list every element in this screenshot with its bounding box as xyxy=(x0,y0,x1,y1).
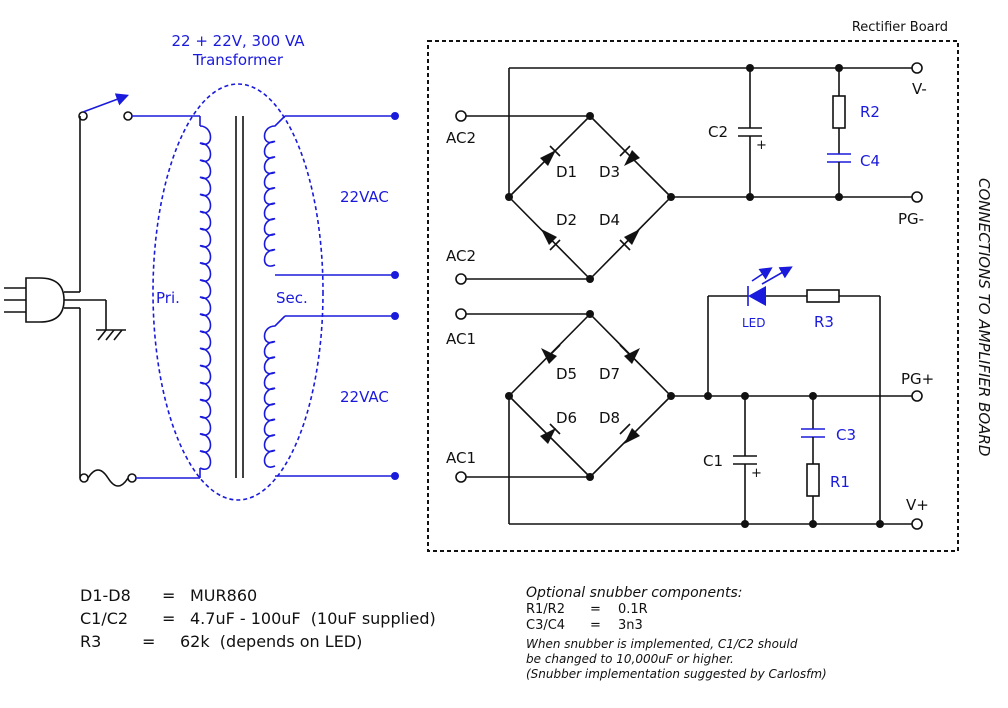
bom-eq: = xyxy=(162,609,176,628)
secondary-winding-top xyxy=(263,115,395,276)
output-label-v-plus: V+ xyxy=(906,496,929,514)
resistor-label-r1: R1 xyxy=(830,473,850,491)
snubber-value: 0.1R xyxy=(618,602,648,617)
diode-label-d3: D3 xyxy=(599,163,620,181)
diode-d3-icon xyxy=(619,145,640,166)
capacitor-label-c1: C1 xyxy=(703,452,723,470)
snubber-notes: Optional snubber components: R1/R2 = 0.1… xyxy=(526,584,827,682)
capacitor-label-c3: C3 xyxy=(836,426,856,444)
bom-value: 62k (depends on LED) xyxy=(180,632,363,651)
diode-d4-icon xyxy=(619,229,640,251)
mains-switch-icon xyxy=(78,93,200,292)
resistor-label-r3: R3 xyxy=(814,313,834,331)
snubber-note-line: be changed to 10,000uF or higher. xyxy=(526,652,734,666)
bom-eq: = xyxy=(142,632,156,651)
diode-label-d1: D1 xyxy=(556,163,577,181)
c1-polarity: + xyxy=(751,466,762,481)
bom-ref: C1/C2 xyxy=(80,609,129,628)
input-label-ac1-top: AC1 xyxy=(446,330,476,348)
resistor-r1-icon xyxy=(806,463,820,524)
snubber-eq: = xyxy=(590,618,601,633)
diode-label-d6: D6 xyxy=(556,409,577,427)
c2-polarity: + xyxy=(756,138,767,153)
snubber-note-line: (Snubber implementation suggested by Car… xyxy=(526,667,827,681)
bom-ref: R3 xyxy=(80,632,102,651)
input-label-ac2-bottom: AC2 xyxy=(446,247,476,265)
side-label: CONNECTIONS TO AMPLIFIER BOARD xyxy=(975,178,993,456)
snubber-row: C3/C4 = 3n3 xyxy=(526,618,827,634)
diode-d2-icon xyxy=(541,229,561,251)
mains-plug xyxy=(4,277,106,323)
capacitor-c1-icon xyxy=(733,396,757,524)
ground-icon xyxy=(96,300,126,341)
snubber-ref: C3/C4 xyxy=(526,618,566,633)
secondary-label: Sec. xyxy=(276,289,308,307)
capacitor-label-c2: C2 xyxy=(708,123,728,141)
diode-d8-icon xyxy=(619,423,640,444)
diode-label-d5: D5 xyxy=(556,365,577,383)
junction-dots xyxy=(505,64,884,528)
diode-d7-icon xyxy=(619,344,640,364)
capacitor-c3-icon xyxy=(801,396,825,464)
bridge-lower xyxy=(466,313,912,525)
primary-winding xyxy=(199,116,212,478)
fuse-icon xyxy=(79,308,200,487)
capacitor-label-c4: C4 xyxy=(860,152,880,170)
resistor-label-r2: R2 xyxy=(860,103,880,121)
snubber-heading: Optional snubber components: xyxy=(526,585,743,601)
output-label-pg-plus: PG+ xyxy=(901,370,934,388)
transformer-title: 22 + 22V, 300 VA xyxy=(171,32,305,50)
diode-label-d2: D2 xyxy=(556,211,577,229)
transformer-core xyxy=(235,116,244,478)
bom-row: R3 = 62k (depends on LED) xyxy=(80,630,436,653)
snubber-row: R1/R2 = 0.1R xyxy=(526,602,827,618)
bom-value: MUR860 xyxy=(190,586,258,605)
bom-eq: = xyxy=(162,586,176,605)
bom-row: D1-D8 = MUR860 xyxy=(80,584,436,607)
bom-value: 4.7uF - 100uF (10uF supplied) xyxy=(190,609,436,628)
diode-d5-icon xyxy=(541,344,561,364)
diode-d6-icon xyxy=(540,423,561,444)
diode-label-d8: D8 xyxy=(599,409,620,427)
input-label-ac2-top: AC2 xyxy=(446,129,476,147)
secondary-terminals xyxy=(391,112,399,480)
output-label-v-minus: V- xyxy=(912,80,927,98)
rectifier-board-title: Rectifier Board xyxy=(852,20,948,35)
resistor-r2-icon xyxy=(832,68,846,154)
snubber-ref: R1/R2 xyxy=(526,602,565,617)
secondary-top-voltage: 22VAC xyxy=(340,188,389,206)
led-light-icon xyxy=(751,266,793,285)
primary-label: Pri. xyxy=(156,289,180,307)
bom-row: C1/C2 = 4.7uF - 100uF (10uF supplied) xyxy=(80,607,436,630)
snubber-eq: = xyxy=(590,602,601,617)
secondary-winding-bottom xyxy=(263,315,395,477)
snubber-value: 3n3 xyxy=(618,618,643,633)
capacitor-c2-icon xyxy=(738,68,762,197)
diode-d1-icon xyxy=(540,145,561,166)
diode-label-d4: D4 xyxy=(599,211,620,229)
diode-label-d7: D7 xyxy=(599,365,620,383)
transformer-subtitle: Transformer xyxy=(192,51,284,69)
capacitor-c4-icon xyxy=(827,153,851,197)
output-label-pg-minus: PG- xyxy=(898,210,924,228)
transformer-outline xyxy=(152,83,324,501)
led-label: LED xyxy=(742,316,766,330)
snubber-note-line: When snubber is implemented, C1/C2 shoul… xyxy=(526,637,798,651)
output-terminals xyxy=(911,62,923,530)
rectifier-board-outline xyxy=(427,40,959,552)
led-branch xyxy=(707,286,881,524)
bom-ref: D1-D8 xyxy=(80,586,131,605)
input-terminals xyxy=(455,110,467,483)
bill-of-materials: D1-D8 = MUR860 C1/C2 = 4.7uF - 100uF (10… xyxy=(80,584,436,653)
bridge-upper xyxy=(466,67,912,280)
secondary-bottom-voltage: 22VAC xyxy=(340,388,389,406)
input-label-ac1-bottom: AC1 xyxy=(446,449,476,467)
